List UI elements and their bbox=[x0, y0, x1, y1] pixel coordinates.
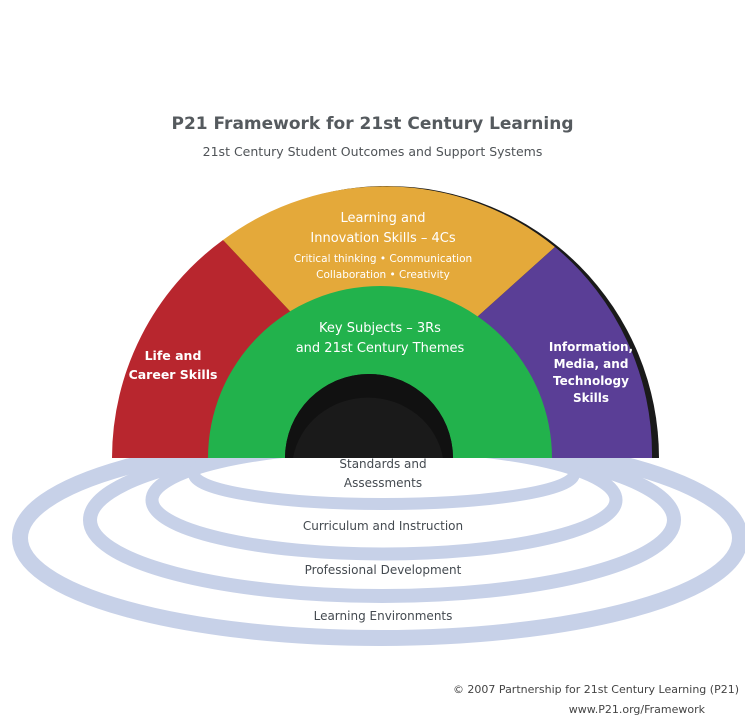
label-standards-assessments-2: Assessments bbox=[344, 476, 422, 490]
label-learning-innovation-3: Critical thinking • Communication bbox=[294, 253, 472, 265]
arch-segment-learning-innovation bbox=[223, 186, 555, 327]
label-learning-environments: Learning Environments bbox=[314, 609, 453, 623]
label-standards-assessments-1: Standards and bbox=[339, 457, 426, 471]
label-information-media-4: Skills bbox=[573, 391, 609, 405]
arch-inner-shadow bbox=[285, 374, 453, 458]
footer-url: www.P21.org/Framework bbox=[568, 703, 705, 716]
label-information-media-3: Technology bbox=[553, 374, 629, 388]
label-professional-development: Professional Development bbox=[305, 563, 462, 577]
label-key-subjects-2: and 21st Century Themes bbox=[296, 341, 465, 356]
arch-segment-information-media bbox=[466, 247, 653, 458]
diagram-subtitle: 21st Century Student Outcomes and Suppor… bbox=[202, 144, 543, 159]
label-learning-innovation-1: Learning and bbox=[340, 211, 425, 226]
label-life-career-2: Career Skills bbox=[129, 367, 218, 382]
label-information-media-1: Information, bbox=[549, 340, 633, 354]
label-life-career-1: Life and bbox=[145, 348, 202, 363]
arch-segment-life-career bbox=[112, 240, 302, 458]
diagram-title: P21 Framework for 21st Century Learning bbox=[171, 114, 574, 134]
footer-copyright: © 2007 Partnership for 21st Century Lear… bbox=[452, 683, 739, 696]
label-information-media-2: Media, and bbox=[554, 357, 629, 371]
label-learning-innovation-2: Innovation Skills – 4Cs bbox=[310, 231, 455, 246]
arch-segment-key-subjects bbox=[208, 286, 552, 458]
label-learning-innovation-4: Collaboration • Creativity bbox=[316, 269, 450, 281]
label-key-subjects-1: Key Subjects – 3Rs bbox=[319, 321, 441, 336]
label-curriculum-instruction: Curriculum and Instruction bbox=[303, 519, 463, 533]
